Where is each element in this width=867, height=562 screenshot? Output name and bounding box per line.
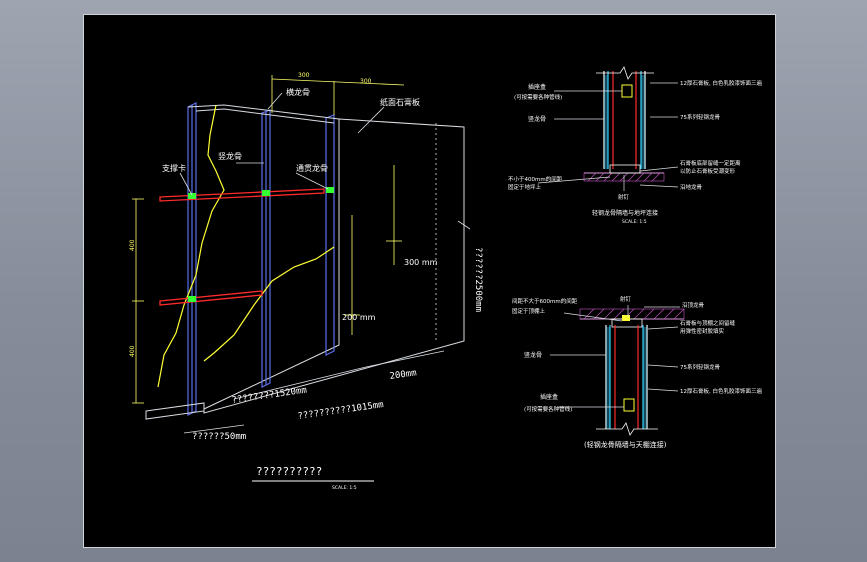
detail-ceiling-connection: 间距不大于600mm的间距 固定于顶棚上 射钉 沿顶龙骨 石膏板与顶棚之间留缝 … — [512, 295, 762, 449]
left-drawing-scale: SCALE: 1:5 — [332, 485, 357, 491]
dim-300mm: 300 mm — [404, 258, 438, 267]
through-stud-lower — [159, 290, 263, 306]
label-base-note: 不小于400mm的间距 — [508, 175, 563, 183]
label-vertical-stud: 竖龙骨 — [218, 151, 242, 161]
label-track-right-top: 75系列轻钢龙骨 — [680, 113, 720, 121]
label-top-track: 横龙骨 — [286, 87, 310, 97]
dim-50mm: ??????50mm — [192, 432, 246, 442]
socket-box-bottom — [623, 398, 635, 412]
bottom-detail-title: (轻钢龙骨隔墙与天棚连接) — [584, 440, 667, 449]
label-base-note-2: 固定于地坪上 — [508, 183, 542, 191]
label-sealant-2: 以防止石膏板受潮变形 — [680, 167, 736, 175]
label-sealant: 石膏板底部留缝一定距离 — [680, 159, 741, 167]
label-vertical-stud-top: 竖龙骨 — [528, 115, 546, 123]
label-ceiling-anchor: 射钉 — [620, 295, 632, 303]
label-top-note: 间距不大于600mm的间距 — [512, 297, 578, 305]
brace-clips — [188, 187, 334, 302]
vertical-stud-right — [325, 114, 335, 356]
dim-1520mm: ????????1520mm — [231, 386, 308, 406]
dim-200mm: 200 mm — [342, 313, 376, 322]
label-gap-note: 石膏板与顶棚之间留缝 — [680, 319, 736, 327]
top-detail-title: 轻钢龙骨隔墙与地坪连接 — [592, 209, 658, 217]
label-leaders — [179, 92, 385, 196]
label-socket-note-bottom: (可按需要各种管线) — [524, 405, 572, 413]
label-series: 75系列轻钢龙骨 — [680, 363, 720, 371]
label-board-right-top: 12厚石膏板, 白色乳胶漆饰面三遍 — [680, 79, 762, 87]
label-board-bottom: 12厚石膏板, 白色乳胶漆饰面三遍 — [680, 387, 762, 395]
partition-wall-isometric: 300 300 横龙骨 纸面石膏板 竖龙骨 支撑卡 通贯龙骨 400 400 3… — [129, 72, 483, 491]
label-socket-top: 插座盒 — [528, 83, 546, 91]
label-gypsum-board: 纸面石膏板 — [380, 97, 420, 107]
through-stud-upper — [159, 188, 325, 202]
gypsum-cut-edge — [157, 104, 225, 388]
label-anchor-top: 射钉 — [618, 193, 630, 201]
label-socket-note-top: (可按需要各种管线) — [514, 93, 562, 101]
label-socket-bottom: 插座盒 — [540, 393, 558, 401]
dim-top-2: 300 — [360, 78, 372, 85]
dim-200mm-bottom: 200mm — [389, 368, 417, 382]
label-top-note-2: 固定于顶棚上 — [512, 307, 546, 315]
break-line-bottom — [596, 422, 658, 436]
floor-track-section — [609, 164, 641, 174]
socket-box — [621, 84, 633, 98]
label-through-stud: 通贯龙骨 — [296, 163, 328, 173]
cad-drawing-sheet: 300 300 横龙骨 纸面石膏板 竖龙骨 支撑卡 通贯龙骨 400 400 3… — [83, 14, 776, 548]
detail-floor-connection: 插座盒 (可按需要各种管线) 竖龙骨 12厚石膏板, 白色乳胶漆饰面三遍 75系… — [508, 66, 762, 225]
break-line-top — [596, 66, 654, 80]
ceiling-hatch — [579, 308, 685, 320]
label-gap-note-2: 用弹性密封胶填实 — [680, 327, 725, 335]
label-vertical-stud-bottom: 竖龙骨 — [524, 351, 542, 359]
label-brace-card: 支撑卡 — [162, 163, 186, 173]
dim-1015mm: ??????????1015mm — [297, 400, 384, 422]
ceiling-anchor-mark — [622, 315, 630, 321]
label-floor-track: 沿地龙骨 — [680, 183, 703, 191]
dim-height-2500: ??????2500mm — [473, 247, 483, 312]
dim-top-1: 300 — [298, 72, 310, 79]
gypsum-cut-edge-2 — [203, 246, 335, 362]
dim-left-lower: 400 — [129, 345, 136, 357]
vertical-stud-middle — [261, 109, 271, 388]
top-detail-scale: SCALE: 1:5 — [622, 219, 647, 225]
left-drawing-title: ?????????? — [256, 465, 322, 478]
label-ceiling-track: 沿顶龙骨 — [682, 301, 705, 309]
vertical-stud-left — [187, 102, 197, 416]
dimension-lines — [132, 75, 471, 434]
top-track — [187, 104, 340, 124]
dim-left-upper: 400 — [129, 239, 136, 251]
floor-track — [145, 402, 205, 420]
cad-drawing: 300 300 横龙骨 纸面石膏板 竖龙骨 支撑卡 通贯龙骨 400 400 3… — [129, 66, 762, 491]
